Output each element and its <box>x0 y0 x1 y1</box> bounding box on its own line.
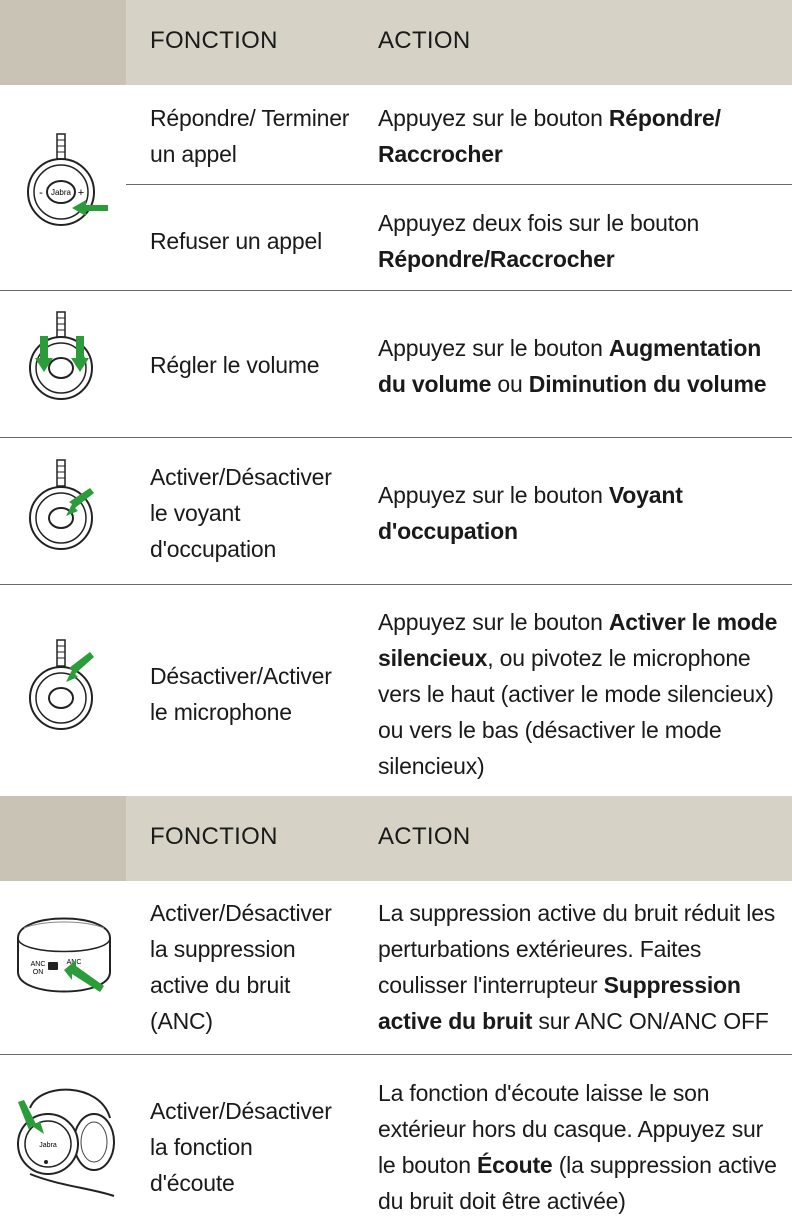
dial-answer-button-icon: Jabra - + <box>27 133 108 226</box>
arrow-icon <box>72 200 108 216</box>
brand-label: Jabra <box>51 188 72 197</box>
arrow-icon <box>18 1100 44 1134</box>
header-action: ACTION <box>378 27 471 54</box>
row-divider <box>0 437 792 438</box>
minus-label: - <box>39 187 43 199</box>
function-anc: Activer/Désactiver la suppression active… <box>150 900 332 1034</box>
dial-busylight-button-icon <box>29 459 94 550</box>
dial-volume-buttons-icon <box>29 311 93 400</box>
action-bold-text: Diminution du volume <box>528 371 767 397</box>
action-bold-text: Écoute <box>477 1152 553 1178</box>
arrow-icon <box>66 652 94 682</box>
function-hearthrough: Activer/Désactiver la fonction d'écoute <box>150 1098 332 1196</box>
action-bold-text: Répondre/Raccrocher <box>378 246 615 272</box>
dial-mute-button-icon <box>29 639 94 730</box>
row-divider <box>0 584 792 585</box>
plus-label: + <box>78 187 84 199</box>
action-anc: La suppression active du bruit réduit le… <box>378 895 788 1039</box>
on-label: ON <box>33 969 44 976</box>
action-text: , ou pivotez le microphone vers le haut … <box>378 645 774 779</box>
action-text: (la suppression active du bruit doit êtr… <box>378 1152 777 1214</box>
action-bold-text: Suppression active du bruit <box>378 972 741 1034</box>
table-header: FONCTION ACTION <box>0 0 792 85</box>
arrow-icon <box>71 336 89 372</box>
action-text: Appuyez sur le bouton <box>378 482 609 508</box>
action-text: sur ANC ON/ANC OFF <box>532 1008 769 1034</box>
action-text: ou <box>491 371 529 397</box>
row-divider <box>126 184 792 185</box>
header-icon-column <box>0 796 126 881</box>
action-hearthrough: La fonction d'écoute laisse le son extér… <box>378 1075 778 1219</box>
action-bold-text: Augmentation du volume <box>378 335 762 397</box>
function-reject-call: Refuser un appel <box>150 228 322 254</box>
function-busylight: Activer/Désactiver le voyant d'occupatio… <box>150 464 332 562</box>
header-function: FONCTION <box>150 27 278 54</box>
action-text: Appuyez sur le bouton <box>378 609 609 635</box>
header-function: FONCTION <box>150 823 278 850</box>
action-mute-mic: Appuyez sur le bouton Activer le mode si… <box>378 604 778 784</box>
action-bold-text: Activer le mode silencieux <box>378 609 778 671</box>
action-busylight: Appuyez sur le bouton Voyant d'occupatio… <box>378 477 778 549</box>
action-adjust-volume: Appuyez sur le bouton Augmentation du vo… <box>378 330 788 402</box>
action-text: La fonction d'écoute laisse le son extér… <box>378 1080 764 1178</box>
function-adjust-volume: Régler le volume <box>150 352 320 378</box>
action-text: Appuyez sur le bouton <box>378 335 609 361</box>
action-text: Appuyez sur le bouton <box>378 105 609 131</box>
action-answer-end-call: Appuyez sur le bouton Répondre/ Raccroch… <box>378 100 778 172</box>
header-icon-column <box>0 0 126 85</box>
row-divider <box>0 290 792 291</box>
action-text: La suppression active du bruit réduit le… <box>378 900 776 998</box>
brand-label: Jabra <box>39 1142 57 1149</box>
row-divider <box>0 1054 792 1055</box>
action-bold-text: Répondre/ Raccrocher <box>378 105 721 167</box>
action-reject-call: Appuyez deux fois sur le bouton Répondre… <box>378 205 778 277</box>
table-header: FONCTION ACTION <box>0 796 792 881</box>
anc-switch-icon: ANC ON ANC <box>17 917 111 993</box>
header-action: ACTION <box>378 823 471 850</box>
function-mute-mic: Désactiver/Activer le microphone <box>150 663 332 725</box>
function-answer-end-call: Répondre/ Terminer un appel <box>150 105 350 167</box>
anc-label: ANC <box>31 961 46 968</box>
arrow-icon <box>35 336 53 372</box>
arrow-icon <box>66 488 94 516</box>
action-bold-text: Voyant d'occupation <box>378 482 683 544</box>
action-text: Appuyez deux fois sur le bouton <box>378 210 700 236</box>
headset-hearthrough-button-icon: Jabra <box>17 1088 115 1197</box>
arrow-icon <box>64 960 104 992</box>
